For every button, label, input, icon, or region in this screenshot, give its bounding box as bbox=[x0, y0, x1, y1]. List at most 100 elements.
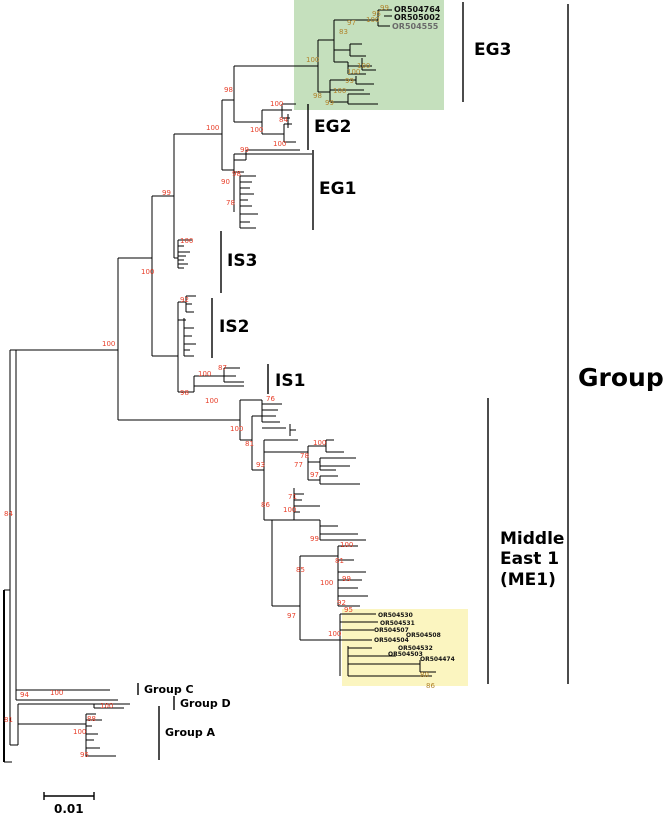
bootstrap-value: 98 bbox=[224, 86, 233, 94]
bootstrap-value: 100 bbox=[306, 56, 319, 64]
bootstrap-value: 95 bbox=[344, 606, 353, 614]
bootstrap-value: 87 bbox=[218, 364, 227, 372]
bootstrap-value: 97 bbox=[347, 19, 356, 27]
bootstrap-value: 99 bbox=[380, 4, 389, 12]
bootstrap-value: 93 bbox=[256, 461, 265, 469]
bootstrap-value: 92 bbox=[337, 599, 346, 607]
clade-label-group-b: Group B bbox=[578, 363, 666, 392]
bootstrap-value: 99 bbox=[325, 99, 334, 107]
backbone-branches bbox=[3, 65, 318, 762]
lower-bootstrap-values: 84 94 100 100 81 88 100 95 bbox=[4, 510, 113, 759]
bootstrap-value: 100 bbox=[273, 140, 286, 148]
bootstrap-value: 90 bbox=[221, 178, 230, 186]
tip-label: OR504532 bbox=[398, 645, 433, 652]
bootstrap-value: 100 bbox=[230, 425, 243, 433]
tip-label: OR504764 bbox=[394, 5, 441, 14]
clade-label-eg3: EG3 bbox=[474, 40, 511, 60]
bootstrap-value: 100 bbox=[50, 689, 63, 697]
bootstrap-value: 100 bbox=[328, 630, 341, 638]
bootstrap-value: 81 bbox=[245, 440, 254, 448]
clade-annotations: EG3 EG2 EG1 IS3 IS2 IS1 Middle East 1 (M… bbox=[137, 2, 666, 760]
scale-bar-label: 0.01 bbox=[54, 802, 84, 816]
bootstrap-value: 100 bbox=[283, 506, 296, 514]
bootstrap-value: 95 bbox=[372, 10, 381, 18]
scale-bar: 0.01 bbox=[43, 792, 95, 816]
is3-bootstrap-values: 99 100 bbox=[162, 189, 193, 245]
clade-label-me1-line2: East 1 bbox=[500, 549, 559, 569]
tip-label: OR504507 bbox=[374, 627, 409, 634]
bootstrap-value: 99 bbox=[162, 189, 171, 197]
eg2-bootstrap-values: 98 100 100 84 100 100 bbox=[206, 86, 288, 148]
bootstrap-value: 99 bbox=[310, 535, 319, 543]
clade-label-me1-line3: (ME1) bbox=[500, 570, 556, 590]
eg1-bootstrap-values: 99 98 90 78 bbox=[221, 146, 249, 207]
tip-label: OR505002 bbox=[394, 13, 440, 22]
clade-label-group-d: Group D bbox=[180, 697, 231, 710]
bootstrap-value: 78 bbox=[300, 452, 309, 460]
bootstrap-value: 100 bbox=[180, 237, 193, 245]
bootstrap-value: 100 bbox=[347, 68, 360, 76]
tip-label: OR504503 bbox=[388, 651, 423, 658]
me1-subtree bbox=[239, 399, 436, 677]
eg3-subtree bbox=[317, 9, 392, 105]
bootstrap-value: 99 bbox=[240, 146, 249, 154]
clade-label-group-a: Group A bbox=[165, 726, 216, 739]
bootstrap-value: 84 bbox=[279, 116, 288, 124]
bootstrap-value: 81 bbox=[335, 557, 344, 565]
bootstrap-value: 100 bbox=[357, 62, 370, 70]
tip-label: OR504508 bbox=[406, 632, 441, 639]
lower-groups-subtree bbox=[4, 689, 130, 763]
bootstrap-value: 86 bbox=[261, 501, 270, 509]
bootstrap-value: 100 bbox=[205, 397, 218, 405]
bootstrap-value: 94 bbox=[20, 691, 29, 699]
bootstrap-value: 100 bbox=[313, 439, 326, 447]
clade-label-eg2: EG2 bbox=[314, 117, 351, 137]
bootstrap-value: 77 bbox=[294, 461, 303, 469]
clade-label-eg1: EG1 bbox=[319, 179, 356, 199]
tip-label: OR504530 bbox=[378, 612, 413, 619]
is2-subtree bbox=[177, 295, 196, 357]
bootstrap-value: 100 bbox=[100, 702, 113, 710]
bootstrap-value: 86 bbox=[426, 682, 435, 690]
bootstrap-value: 71 bbox=[288, 493, 297, 501]
bootstrap-value: 98 bbox=[313, 92, 322, 100]
bootstrap-value: 100 bbox=[141, 268, 154, 276]
bootstrap-value: 97 bbox=[310, 471, 319, 479]
eg3-bootstrap-values: 99 95 97 100 83 100 100 100 99 100 98 99 bbox=[306, 4, 389, 107]
me1-tip-labels: OR504530 OR504531 OR504507 OR504508 OR50… bbox=[374, 612, 455, 663]
bootstrap-value: 98 bbox=[232, 170, 241, 178]
tip-label: OR504504 bbox=[374, 637, 409, 644]
bootstrap-value: 76 bbox=[266, 395, 275, 403]
is3-subtree bbox=[177, 239, 192, 269]
bootstrap-value: 81 bbox=[4, 716, 13, 724]
clade-label-is3: IS3 bbox=[227, 251, 257, 271]
bootstrap-value: 100 bbox=[102, 340, 115, 348]
bootstrap-value: 98 bbox=[180, 389, 189, 397]
bootstrap-value: 100 bbox=[366, 16, 379, 24]
is1-subtree bbox=[177, 356, 244, 393]
bootstrap-value: 100 bbox=[206, 124, 219, 132]
bootstrap-value: 100 bbox=[270, 100, 283, 108]
tip-label: OR504555 bbox=[392, 22, 439, 31]
bootstrap-value: 99 bbox=[345, 77, 354, 85]
bootstrap-value: 100 bbox=[250, 126, 263, 134]
clade-label-me1-line1: Middle bbox=[500, 529, 564, 549]
clade-label-group-c: Group C bbox=[144, 683, 194, 696]
eg3-tip-labels: OR504764 OR505002 OR504555 bbox=[392, 5, 441, 31]
eg1-subtree bbox=[233, 149, 312, 229]
bootstrap-value: 100 bbox=[340, 541, 353, 549]
bootstrap-value: 100 bbox=[198, 370, 211, 378]
bootstrap-value: 85 bbox=[296, 566, 305, 574]
bootstrap-value: 100 bbox=[73, 728, 86, 736]
bootstrap-value: 88 bbox=[87, 715, 96, 723]
is1-bootstrap-values: 87 100 98 100 bbox=[180, 364, 227, 405]
tip-label: OR504474 bbox=[420, 656, 455, 663]
clade-label-is2: IS2 bbox=[219, 317, 249, 337]
bootstrap-value: 83 bbox=[339, 28, 348, 36]
bootstrap-value: 95 bbox=[80, 751, 89, 759]
clade-label-is1: IS1 bbox=[275, 371, 305, 391]
bootstrap-value: 92 bbox=[180, 296, 189, 304]
bootstrap-value: 100 bbox=[333, 87, 346, 95]
bootstrap-value: 84 bbox=[4, 510, 13, 518]
